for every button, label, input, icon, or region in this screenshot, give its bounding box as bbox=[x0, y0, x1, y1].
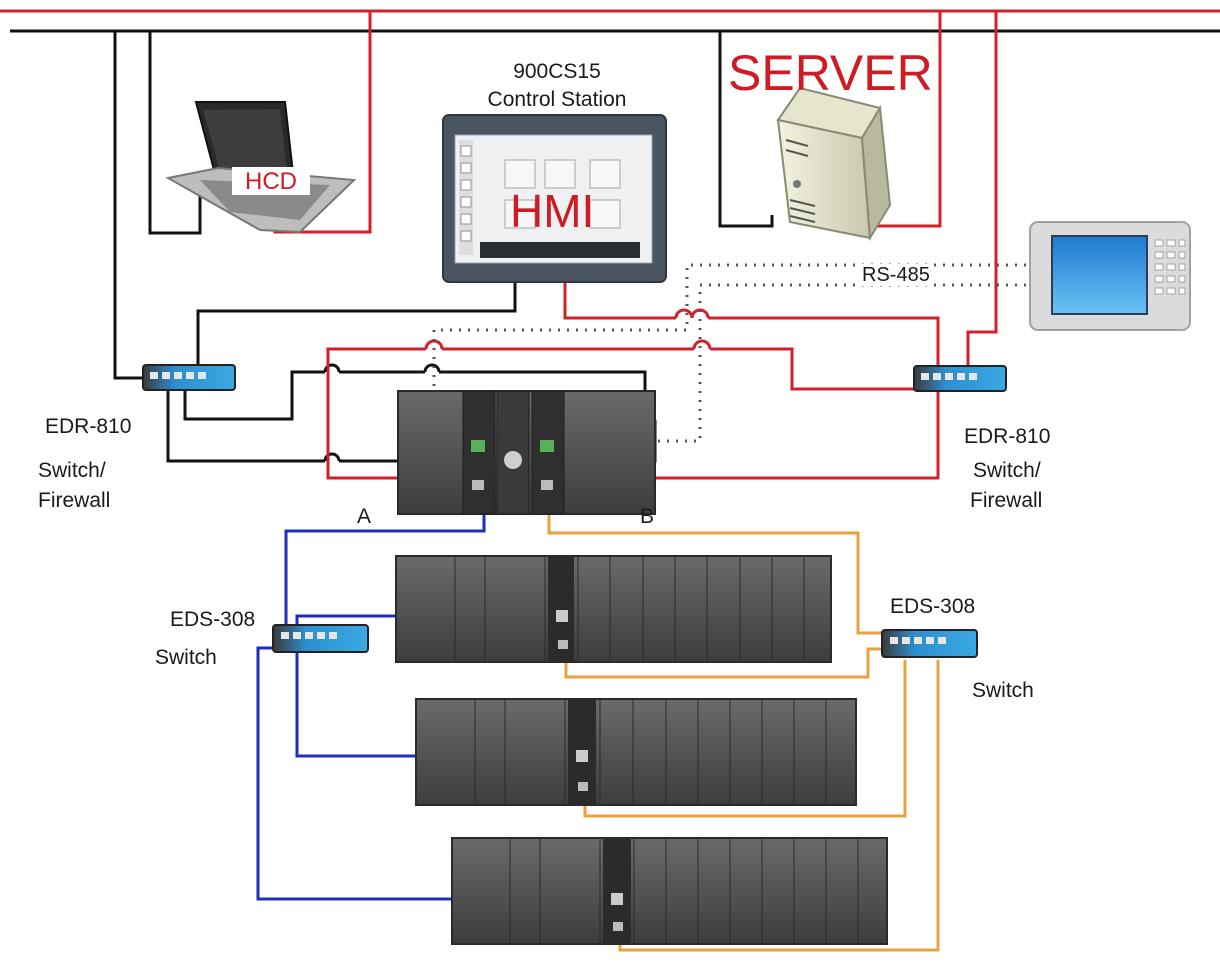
rs485-serial-links bbox=[432, 263, 1035, 449]
eds-right-model: EDS-308 bbox=[890, 595, 976, 618]
hmi-label: HMI bbox=[510, 185, 595, 237]
edr-left-model: EDR-810 bbox=[45, 415, 132, 438]
station-type-label: Control Station bbox=[487, 88, 627, 111]
network-switch-icon bbox=[142, 364, 236, 391]
station-name-label: 900CS15 bbox=[513, 60, 601, 83]
io-rack-icon bbox=[415, 698, 857, 806]
server-tower-icon bbox=[776, 86, 892, 242]
controller-rack-icon bbox=[397, 390, 656, 515]
eds-right-type: Switch bbox=[972, 679, 1034, 702]
network-switch-icon bbox=[881, 629, 978, 658]
edr-right-type-line2: Firewall bbox=[970, 489, 1043, 512]
rs485-label: RS-485 bbox=[860, 264, 932, 286]
hcd-label: HCD bbox=[245, 168, 297, 195]
edr-right-type-line1: Switch/ bbox=[973, 459, 1041, 482]
edr-left-type-line1: Switch/ bbox=[38, 459, 106, 482]
eds-left-model: EDS-308 bbox=[170, 608, 256, 631]
edr-left-type-line2: Firewall bbox=[38, 489, 111, 512]
port-b-label: B bbox=[640, 505, 655, 528]
edr-right-model: EDR-810 bbox=[964, 425, 1051, 448]
eds-left-type: Switch bbox=[155, 646, 217, 669]
io-rack-icon bbox=[451, 837, 888, 945]
io-rack-icon bbox=[395, 555, 832, 663]
laptop-icon bbox=[165, 101, 357, 234]
touch-panel-icon bbox=[442, 114, 667, 283]
operator-panel-icon bbox=[1029, 221, 1191, 331]
port-a-label: A bbox=[357, 505, 372, 528]
network-switch-icon bbox=[913, 365, 1007, 392]
network-switch-icon bbox=[272, 624, 369, 653]
server-label: SERVER bbox=[728, 45, 933, 101]
